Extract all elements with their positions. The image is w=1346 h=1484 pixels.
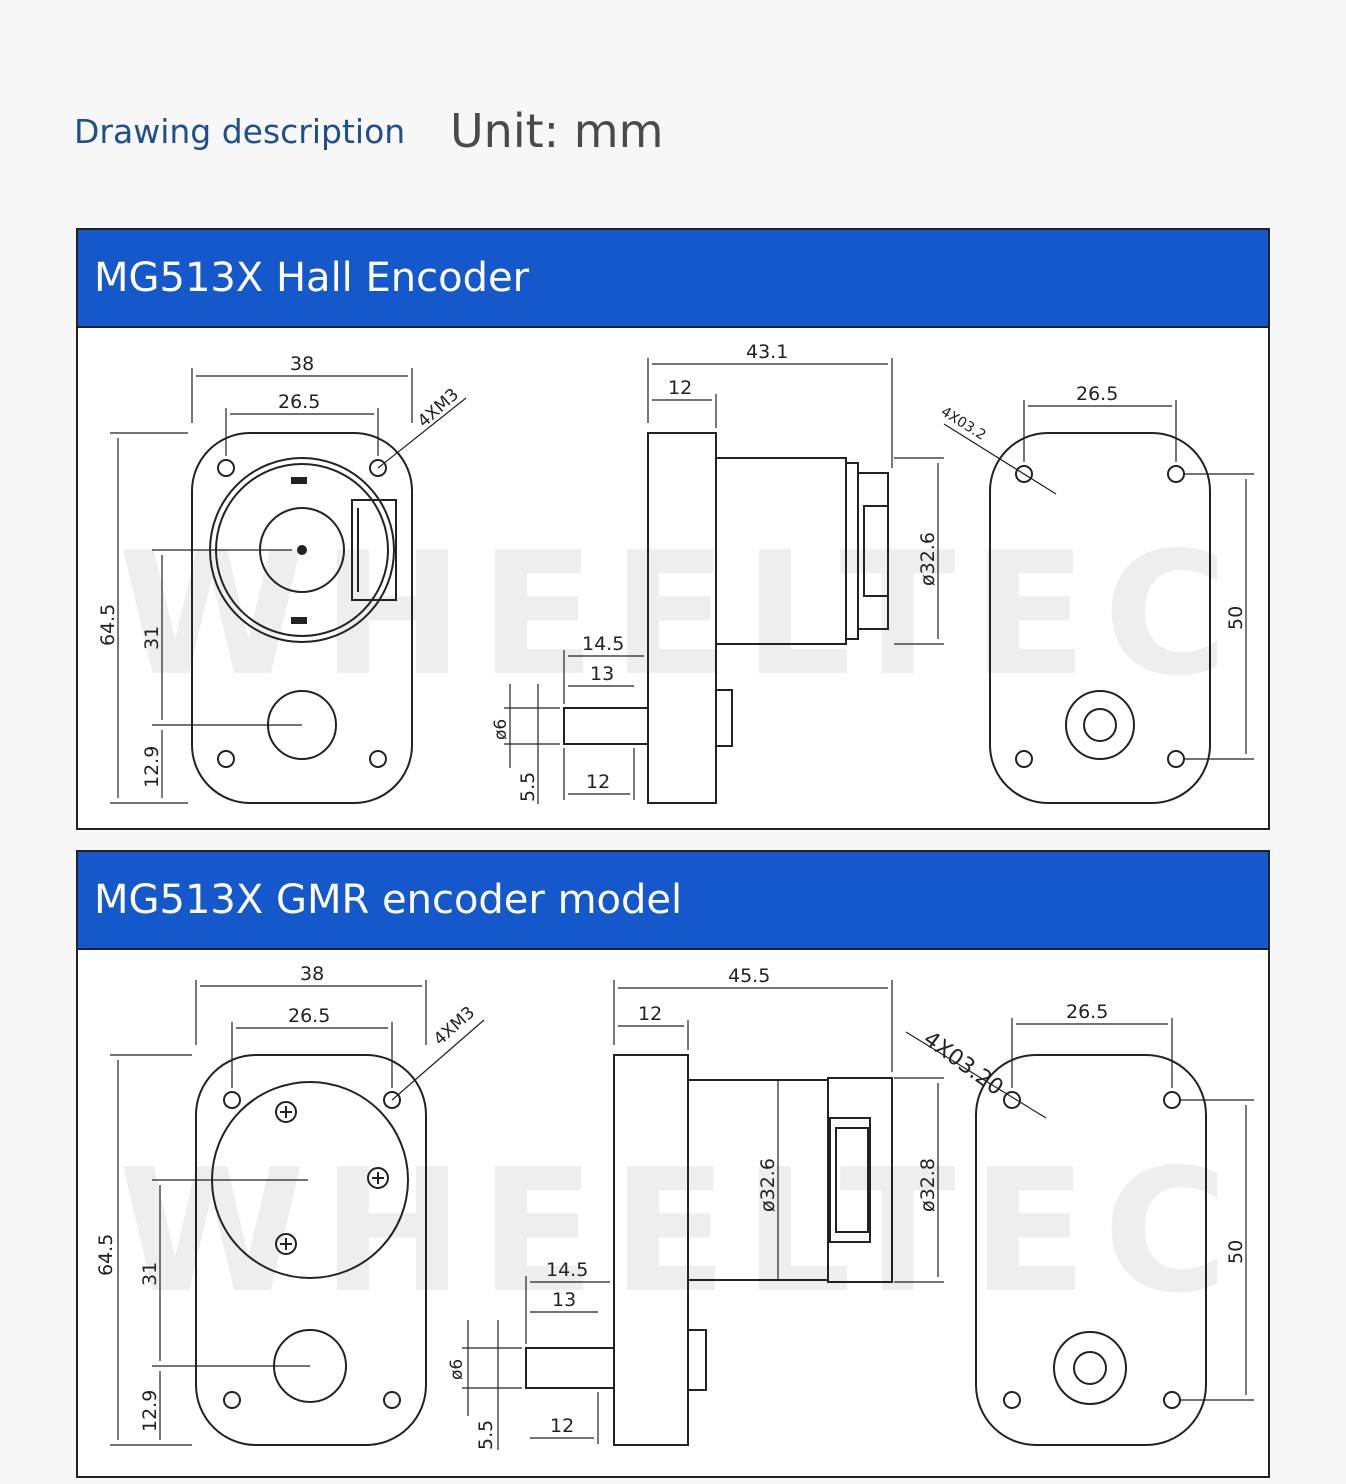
dim-d6: ø6 <box>491 719 511 740</box>
mount-hole <box>1015 465 1033 483</box>
hall-encoder-drawing: WHEELTEC 38 26.5 <box>97 341 1254 804</box>
dim-50: 50 <box>1225 1240 1247 1264</box>
drawing-description-label: Drawing description <box>74 112 406 151</box>
dim-14-5: 14.5 <box>582 633 624 655</box>
panel-title: MG513X GMR encoder model <box>78 852 1268 950</box>
shaft-boss <box>1065 690 1135 760</box>
dim-12-flange: 12 <box>668 377 692 399</box>
dim-5-5: 5.5 <box>517 772 539 802</box>
dim-4x03-2: 4X03.2 <box>938 404 989 444</box>
screw-icon <box>367 1167 389 1189</box>
gearbox-outline <box>191 432 413 804</box>
dim-26-5-rear: 26.5 <box>1066 1001 1108 1023</box>
dim-4xm3: 4XM3 <box>430 1003 479 1050</box>
mount-hole <box>1163 1091 1181 1109</box>
mount-hole <box>1167 750 1185 768</box>
dim-45-5: 45.5 <box>728 965 770 987</box>
dim-d32-6: ø32.6 <box>757 1158 779 1212</box>
dim-31: 31 <box>141 626 163 650</box>
dim-4xm3: 4XM3 <box>414 385 463 432</box>
mount-hole <box>383 1391 401 1409</box>
gmr-encoder-panel: MG513X GMR encoder model WHEELTEC 38 <box>76 850 1270 1478</box>
mount-hole <box>217 459 235 477</box>
dim-31: 31 <box>139 1262 161 1286</box>
mount-hole <box>217 750 235 768</box>
dim-5-5: 5.5 <box>475 1420 497 1450</box>
mount-hole <box>1163 1391 1181 1409</box>
dim-64-5: 64.5 <box>95 1234 117 1276</box>
dim-38: 38 <box>290 353 314 375</box>
panel-title: MG513X Hall Encoder <box>78 230 1268 328</box>
watermark: WHEELTEC <box>118 516 1228 714</box>
dim-50: 50 <box>1225 606 1247 630</box>
screw-icon <box>275 1233 297 1255</box>
output-shaft <box>525 1347 615 1389</box>
gmr-encoder-drawing: WHEELTEC 38 26.5 4XM3 <box>95 963 1254 1450</box>
front-view: 38 26.5 4XM3 64.5 31 12.9 <box>97 353 467 804</box>
dim-4x03-20: 4X03.20 <box>918 1027 1007 1101</box>
screw-icon <box>275 1101 297 1123</box>
hall-encoder-panel: MG513X Hall Encoder WHEELTEC 38 <box>76 228 1270 830</box>
output-shaft <box>563 707 649 745</box>
dim-d32-6: ø32.6 <box>917 532 939 586</box>
connector <box>351 499 397 601</box>
unit-label: Unit: mm <box>450 104 664 158</box>
dim-43-1: 43.1 <box>746 341 788 363</box>
dim-64-5: 64.5 <box>97 604 119 646</box>
side-view: 43.1 12 ø32.6 14.5 13 12 ø6 5.5 <box>491 341 944 804</box>
mount-hole <box>223 1391 241 1409</box>
dim-12-shaft: 12 <box>550 1415 574 1437</box>
mount-hole <box>1003 1391 1021 1409</box>
dim-13: 13 <box>552 1289 576 1311</box>
gearbox-outline <box>195 1054 427 1446</box>
dim-12-9: 12.9 <box>139 1390 161 1432</box>
encoder-housing <box>827 1077 893 1283</box>
dim-12-flange: 12 <box>638 1003 662 1025</box>
dim-d32-8: ø32.8 <box>917 1158 939 1212</box>
dim-26-5: 26.5 <box>278 391 320 413</box>
dim-d6: ø6 <box>447 1359 467 1380</box>
shaft-boss <box>1053 1331 1127 1405</box>
rear-outline <box>989 432 1211 804</box>
dim-14-5: 14.5 <box>546 1259 588 1281</box>
dim-26-5: 26.5 <box>288 1005 330 1027</box>
mount-hole <box>1003 1091 1021 1109</box>
mount-hole <box>1015 750 1033 768</box>
mount-hole <box>1167 465 1185 483</box>
watermark: WHEELTEC <box>118 1133 1228 1331</box>
dim-12-9: 12.9 <box>141 746 163 788</box>
mount-hole <box>369 750 387 768</box>
mount-hole <box>369 459 387 477</box>
dim-12-shaft: 12 <box>586 771 610 793</box>
side-view: 45.5 12 ø32.6 ø32.8 14.5 13 12 ø6 5.5 <box>447 965 944 1450</box>
rear-outline <box>975 1054 1207 1446</box>
dim-26-5-rear: 26.5 <box>1076 383 1118 405</box>
dim-38: 38 <box>300 963 324 985</box>
mount-hole <box>383 1091 401 1109</box>
dim-13: 13 <box>590 663 614 685</box>
mount-hole <box>223 1091 241 1109</box>
